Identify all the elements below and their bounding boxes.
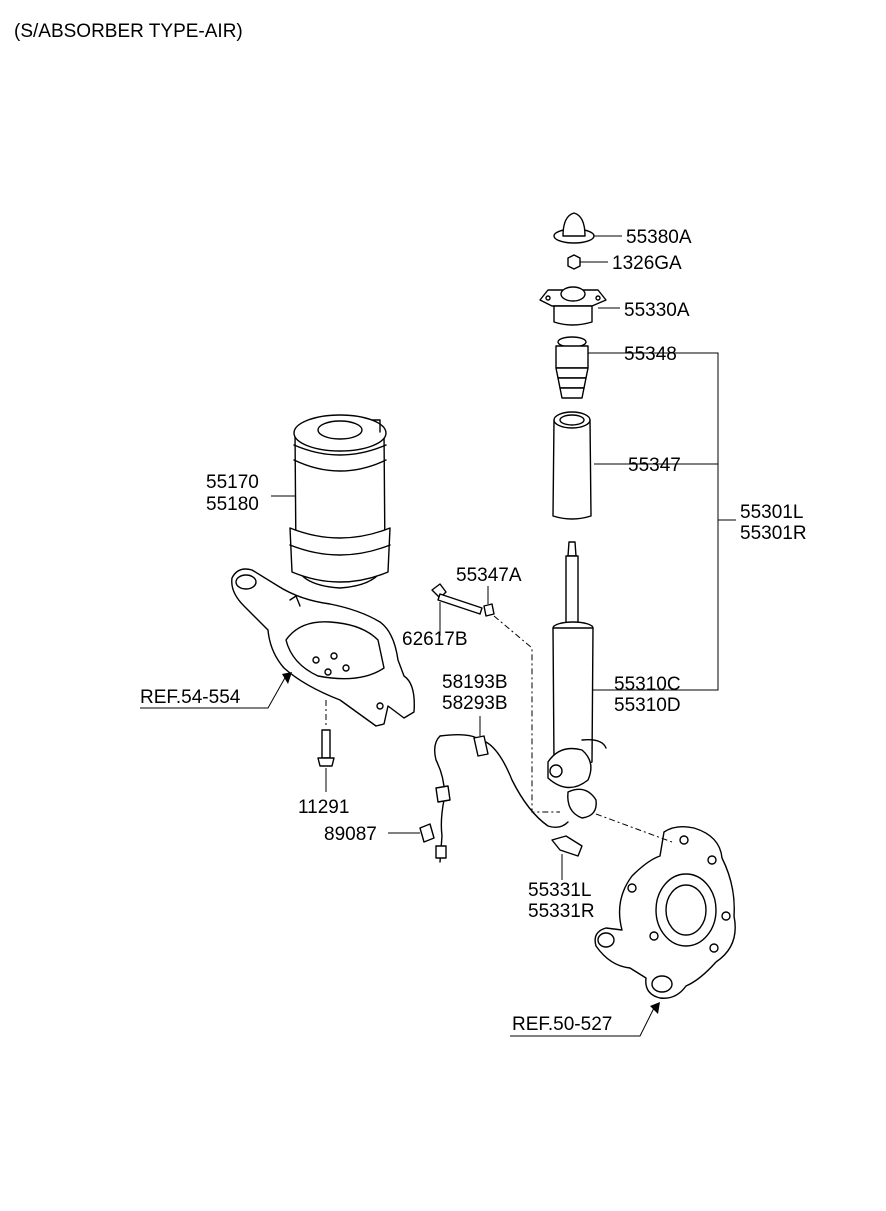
label-55330a: 55330A [624,300,690,321]
steering-knuckle [594,825,736,999]
label-55380a: 55380A [626,227,692,248]
label-62617b: 62617B [402,629,468,650]
label-55347a: 55347A [456,565,522,586]
bracket-55331 [551,835,583,857]
label-1326ga: 1326GA [612,253,682,274]
label-58193b: 58193B [442,672,508,693]
shock-absorber-55310 [547,541,607,819]
dust-cap-55380a [553,212,595,244]
air-spring-55170 [289,414,391,589]
strut-mount-55330a [539,286,607,326]
label-ref-54-554: REF.54-554 [140,687,241,708]
lower-control-arm [231,568,415,727]
label-55301r: 55301R [740,523,807,544]
label-55331l: 55331L [528,880,591,901]
label-ref-50-527: REF.50-527 [512,1014,612,1035]
nut-55347a [483,603,495,617]
ref-50-527-leader [510,1007,655,1037]
label-55347: 55347 [628,455,681,476]
label-55348: 55348 [624,344,677,365]
assembly-bracket-55301 [588,352,719,691]
label-55331r: 55331R [528,901,595,922]
label-55310d: 55310D [614,695,681,716]
label-55170: 55170 [206,472,259,493]
ref-54-554-leader [140,675,287,709]
label-11291: 11291 [298,797,349,818]
bolt-62617b [431,583,483,615]
diagram-title: (S/ABSORBER TYPE-AIR) [14,21,243,42]
dust-cover-55347 [552,411,592,520]
wheel-speed-sensor-cable [419,733,569,863]
label-58293b: 58293B [442,693,508,714]
label-55301l: 55301L [740,502,803,523]
bolt-11291 [317,729,335,767]
nut-1326ga [567,254,581,270]
label-55310c: 55310C [614,674,681,695]
label-55180: 55180 [206,494,259,515]
bump-stop-55348 [555,336,589,399]
label-89087: 89087 [324,824,377,845]
